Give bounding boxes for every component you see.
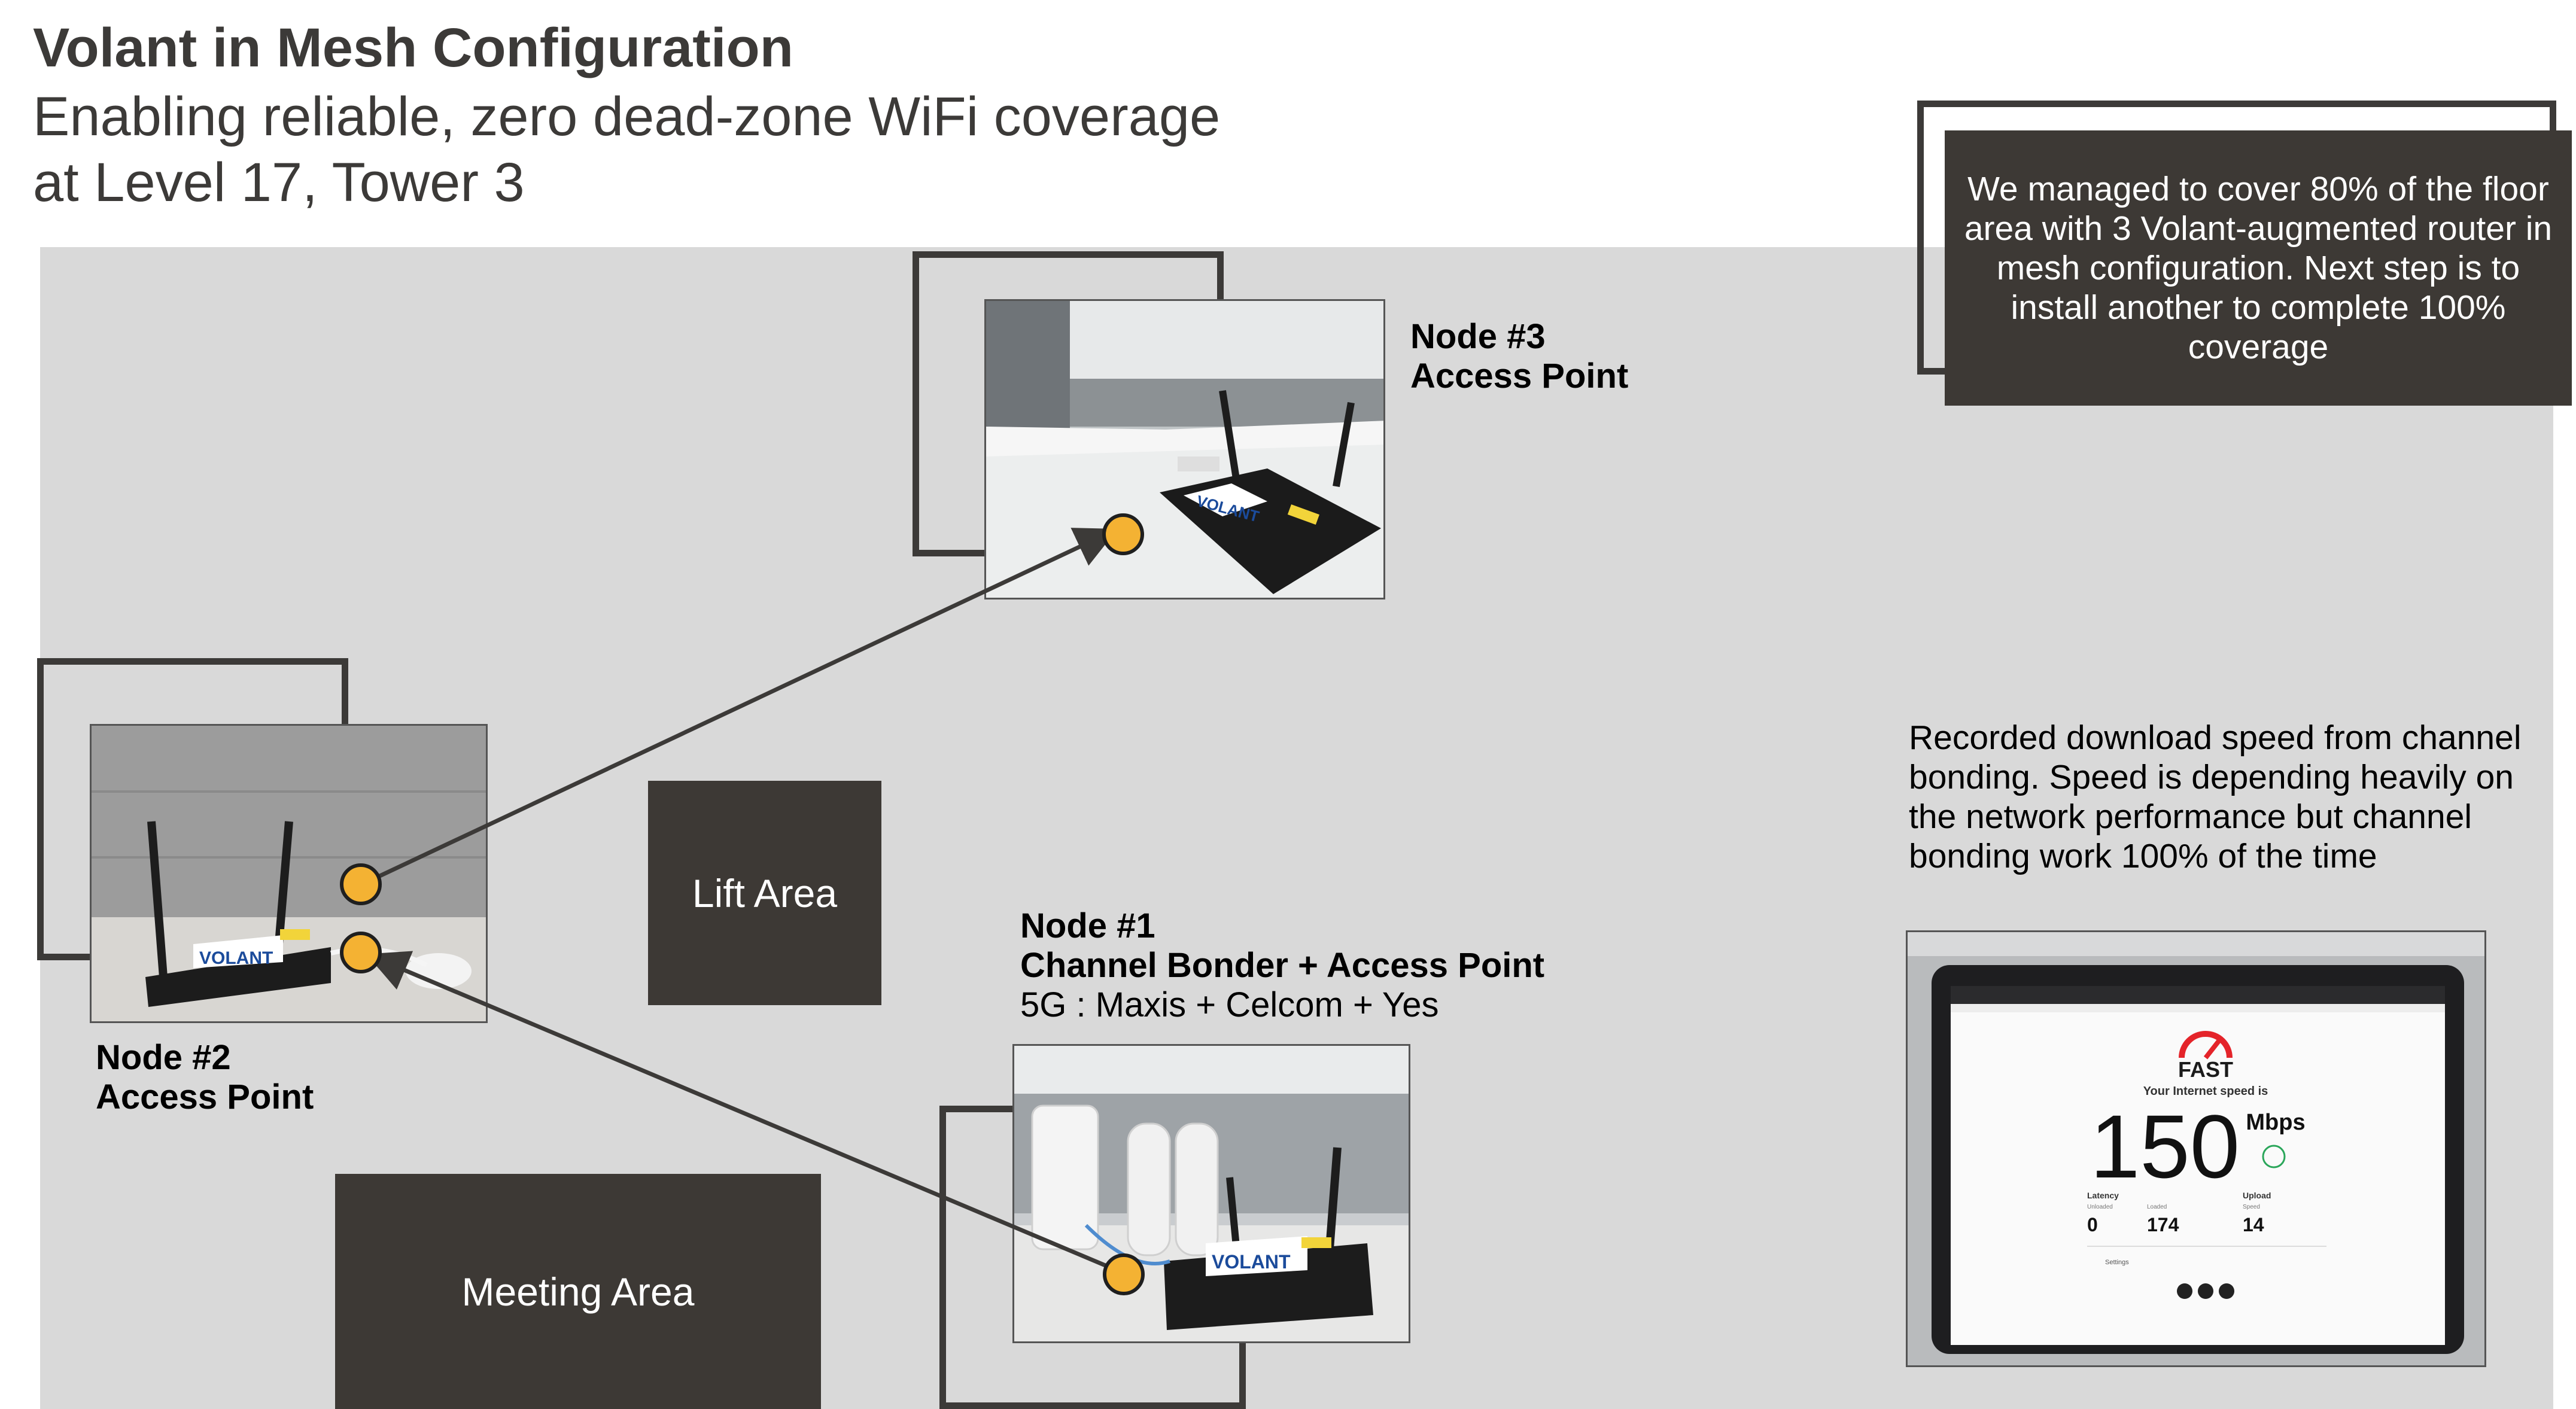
node2-photo-art: VOLANT [92,726,486,1021]
link-node2-to-node3 [361,528,1118,887]
node1-title: Node #1 [1020,906,1155,945]
link-node1-to-node2 [366,951,1125,1276]
node3-role: Access Point [1410,357,1629,395]
speedtest-photo: FAST Your Internet speed is 150 Mbps Lat… [1906,930,2486,1367]
page-subtitle: Enabling reliable, zero dead-zone WiFi c… [33,86,1221,213]
node2-photo: VOLANT [90,724,488,1023]
latency-loaded-label: Loaded [2147,1204,2167,1210]
node2-router-brand: VOLANT [199,948,273,968]
speed-headline: Your Internet speed is [2143,1085,2268,1098]
node2-title: Node #2 [96,1038,231,1077]
fast-logo-icon [2179,1031,2233,1058]
upload-value: 14 [2243,1214,2264,1235]
meeting-area-label: Meeting Area [461,1269,695,1314]
settings-link[interactable]: Settings [2105,1259,2129,1266]
fast-logo-text: FAST [2178,1057,2233,1082]
node1-role: Channel Bonder + Access Point [1020,946,1545,985]
help-icon[interactable] [2177,1283,2192,1299]
node3-photo: VOLANT [984,299,1385,599]
speedtest-photo-art: FAST Your Internet speed is 150 Mbps Lat… [1908,932,2484,1365]
latency-unloaded-value: 0 [2087,1214,2098,1235]
node2-label: Node #2 Access Point [96,1038,314,1117]
facebook-icon[interactable] [2198,1283,2213,1299]
latency-label: Latency [2087,1191,2119,1200]
node3-title: Node #3 [1410,317,1546,356]
latency-unloaded-label: Unloaded [2087,1204,2113,1210]
node2-marker-a [340,863,382,905]
node3-label: Node #3 Access Point [1410,317,1628,396]
lift-area: Lift Area [648,781,881,1005]
lift-area-label: Lift Area [692,871,838,915]
page-title: Volant in Mesh Configuration [33,17,793,78]
speed-caption: Recorded download speed from channel bon… [1909,719,2522,875]
note-text: We managed to cover 80% of the floor are… [1964,170,2553,366]
node1-marker [1103,1253,1145,1295]
upload-label: Upload [2243,1191,2271,1200]
refresh-icon[interactable] [2262,1145,2286,1168]
latency-loaded-value: 174 [2147,1214,2179,1235]
upload-speed-label: Speed [2243,1204,2260,1210]
node3-photo-art: VOLANT [986,301,1383,598]
node3-marker [1102,513,1144,555]
node1-label: Node #1 Channel Bonder + Access Point 5G… [1020,906,1544,1025]
node2-role: Access Point [96,1078,314,1116]
note-box: We managed to cover 80% of the floor are… [1945,130,2572,406]
speed-value: 150 [2090,1096,2240,1197]
node2-marker-b [340,932,382,973]
node1-photo: VOLANT [1012,1044,1410,1343]
node1-detail: 5G : Maxis + Celcom + Yes [1020,985,1439,1024]
node1-photo-art: VOLANT [1014,1046,1409,1341]
twitter-icon[interactable] [2219,1283,2234,1299]
meeting-area: Meeting Area [335,1174,821,1409]
speed-unit: Mbps [2246,1110,2305,1135]
node1-router-brand: VOLANT [1212,1251,1291,1273]
